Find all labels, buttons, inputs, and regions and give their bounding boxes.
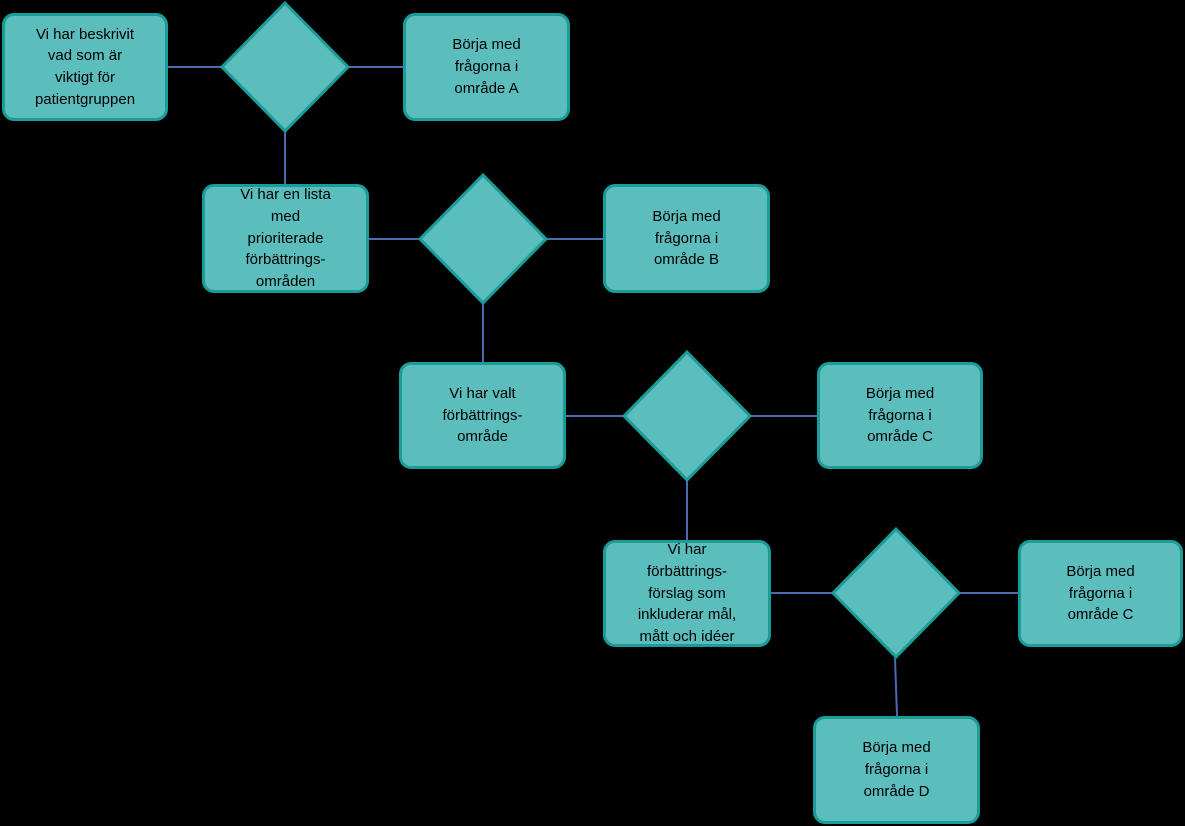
decision-diamond-3 (621, 349, 753, 483)
condition-box-4: Vi har förbättrings- förslag som inklude… (603, 540, 771, 647)
outcome-box-b: Börja med frågorna i område B (603, 184, 770, 293)
outcome-text: Börja med frågorna i område D (862, 739, 931, 800)
condition-text: Vi har en lista med prioriterade förbätt… (240, 186, 331, 291)
decision-diamond-1 (219, 0, 351, 134)
condition-text: Vi har valt förbättrings- område (442, 384, 523, 446)
outcome-text: Börja med frågorna i område A (452, 36, 521, 97)
condition-box-3: Vi har valt förbättrings- område (399, 362, 566, 469)
decision-diamond-2 (417, 172, 549, 306)
condition-box-2: Vi har en lista med prioriterade förbätt… (202, 184, 369, 293)
outcome-text: Börja med frågorna i område B (652, 207, 721, 269)
outcome-text: Börja med frågorna i område C (865, 384, 935, 446)
decision-diamond-4 (830, 526, 962, 660)
outcome-box-c: Börja med frågorna i område C (817, 362, 983, 469)
outcome-box-c-second: Börja med frågorna i område C (1018, 540, 1183, 647)
condition-text: Vi har förbättrings- förslag som inklude… (637, 541, 737, 646)
outcome-text: Börja med frågorna i område C (1066, 562, 1135, 624)
condition-box-1: Vi har beskrivit vad som är viktigt för … (2, 13, 168, 121)
condition-text: Vi har beskrivit vad som är viktigt för … (34, 25, 136, 108)
outcome-box-a: Börja med frågorna i område A (403, 13, 570, 121)
connector-line (894, 657, 898, 717)
outcome-box-d: Börja med frågorna i område D (813, 716, 980, 824)
